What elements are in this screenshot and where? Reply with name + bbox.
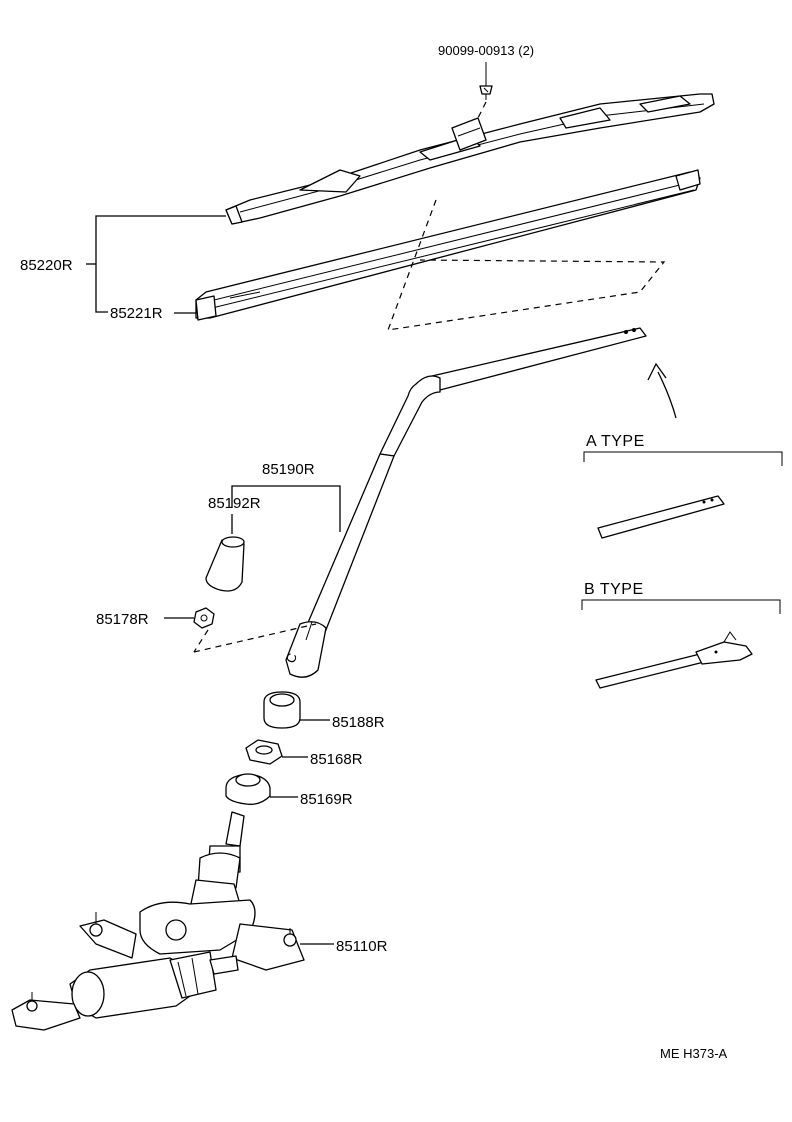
drawing-code: ME H373-A	[660, 1046, 728, 1061]
part-85168: 85168R	[245, 739, 363, 768]
type-pointer-arrow	[647, 362, 677, 419]
label-arm-cap: 85192R	[208, 495, 261, 512]
wiper-motor-assembly: 85110R	[11, 811, 388, 1031]
label-arm-nut: 85178R	[96, 611, 149, 628]
blade-leaders: 85220R 85221R	[20, 215, 226, 322]
part-85188: 85188R	[263, 691, 385, 731]
label-arm: 85190R	[262, 461, 315, 478]
label-screw: 90099-00913 (2)	[438, 43, 534, 58]
label-blade-assy: 85220R	[20, 257, 73, 274]
attach-guide	[387, 199, 666, 331]
label-a-type: A TYPE	[586, 433, 645, 450]
label-b-type: B TYPE	[584, 581, 644, 598]
arm-cap-part	[205, 536, 245, 592]
screw-part: 90099-00913 (2)	[438, 43, 534, 147]
a-type-detail: A TYPE	[583, 433, 783, 539]
label-motor: 85110R	[336, 938, 388, 955]
label-85168: 85168R	[310, 751, 363, 768]
label-85169: 85169R	[300, 791, 353, 808]
wiper-arm: C	[283, 327, 647, 678]
wiper-blade-rubber	[195, 169, 701, 321]
part-85169: 85169R	[225, 773, 353, 808]
wiper-blade-assembly	[225, 93, 715, 225]
b-type-detail: B TYPE	[581, 581, 781, 689]
arm-leaders: 85190R 85192R	[208, 461, 341, 534]
label-blade-rubber: 85221R	[110, 305, 163, 322]
arm-nut-part: 85178R	[96, 607, 317, 653]
label-85188: 85188R	[332, 714, 385, 731]
